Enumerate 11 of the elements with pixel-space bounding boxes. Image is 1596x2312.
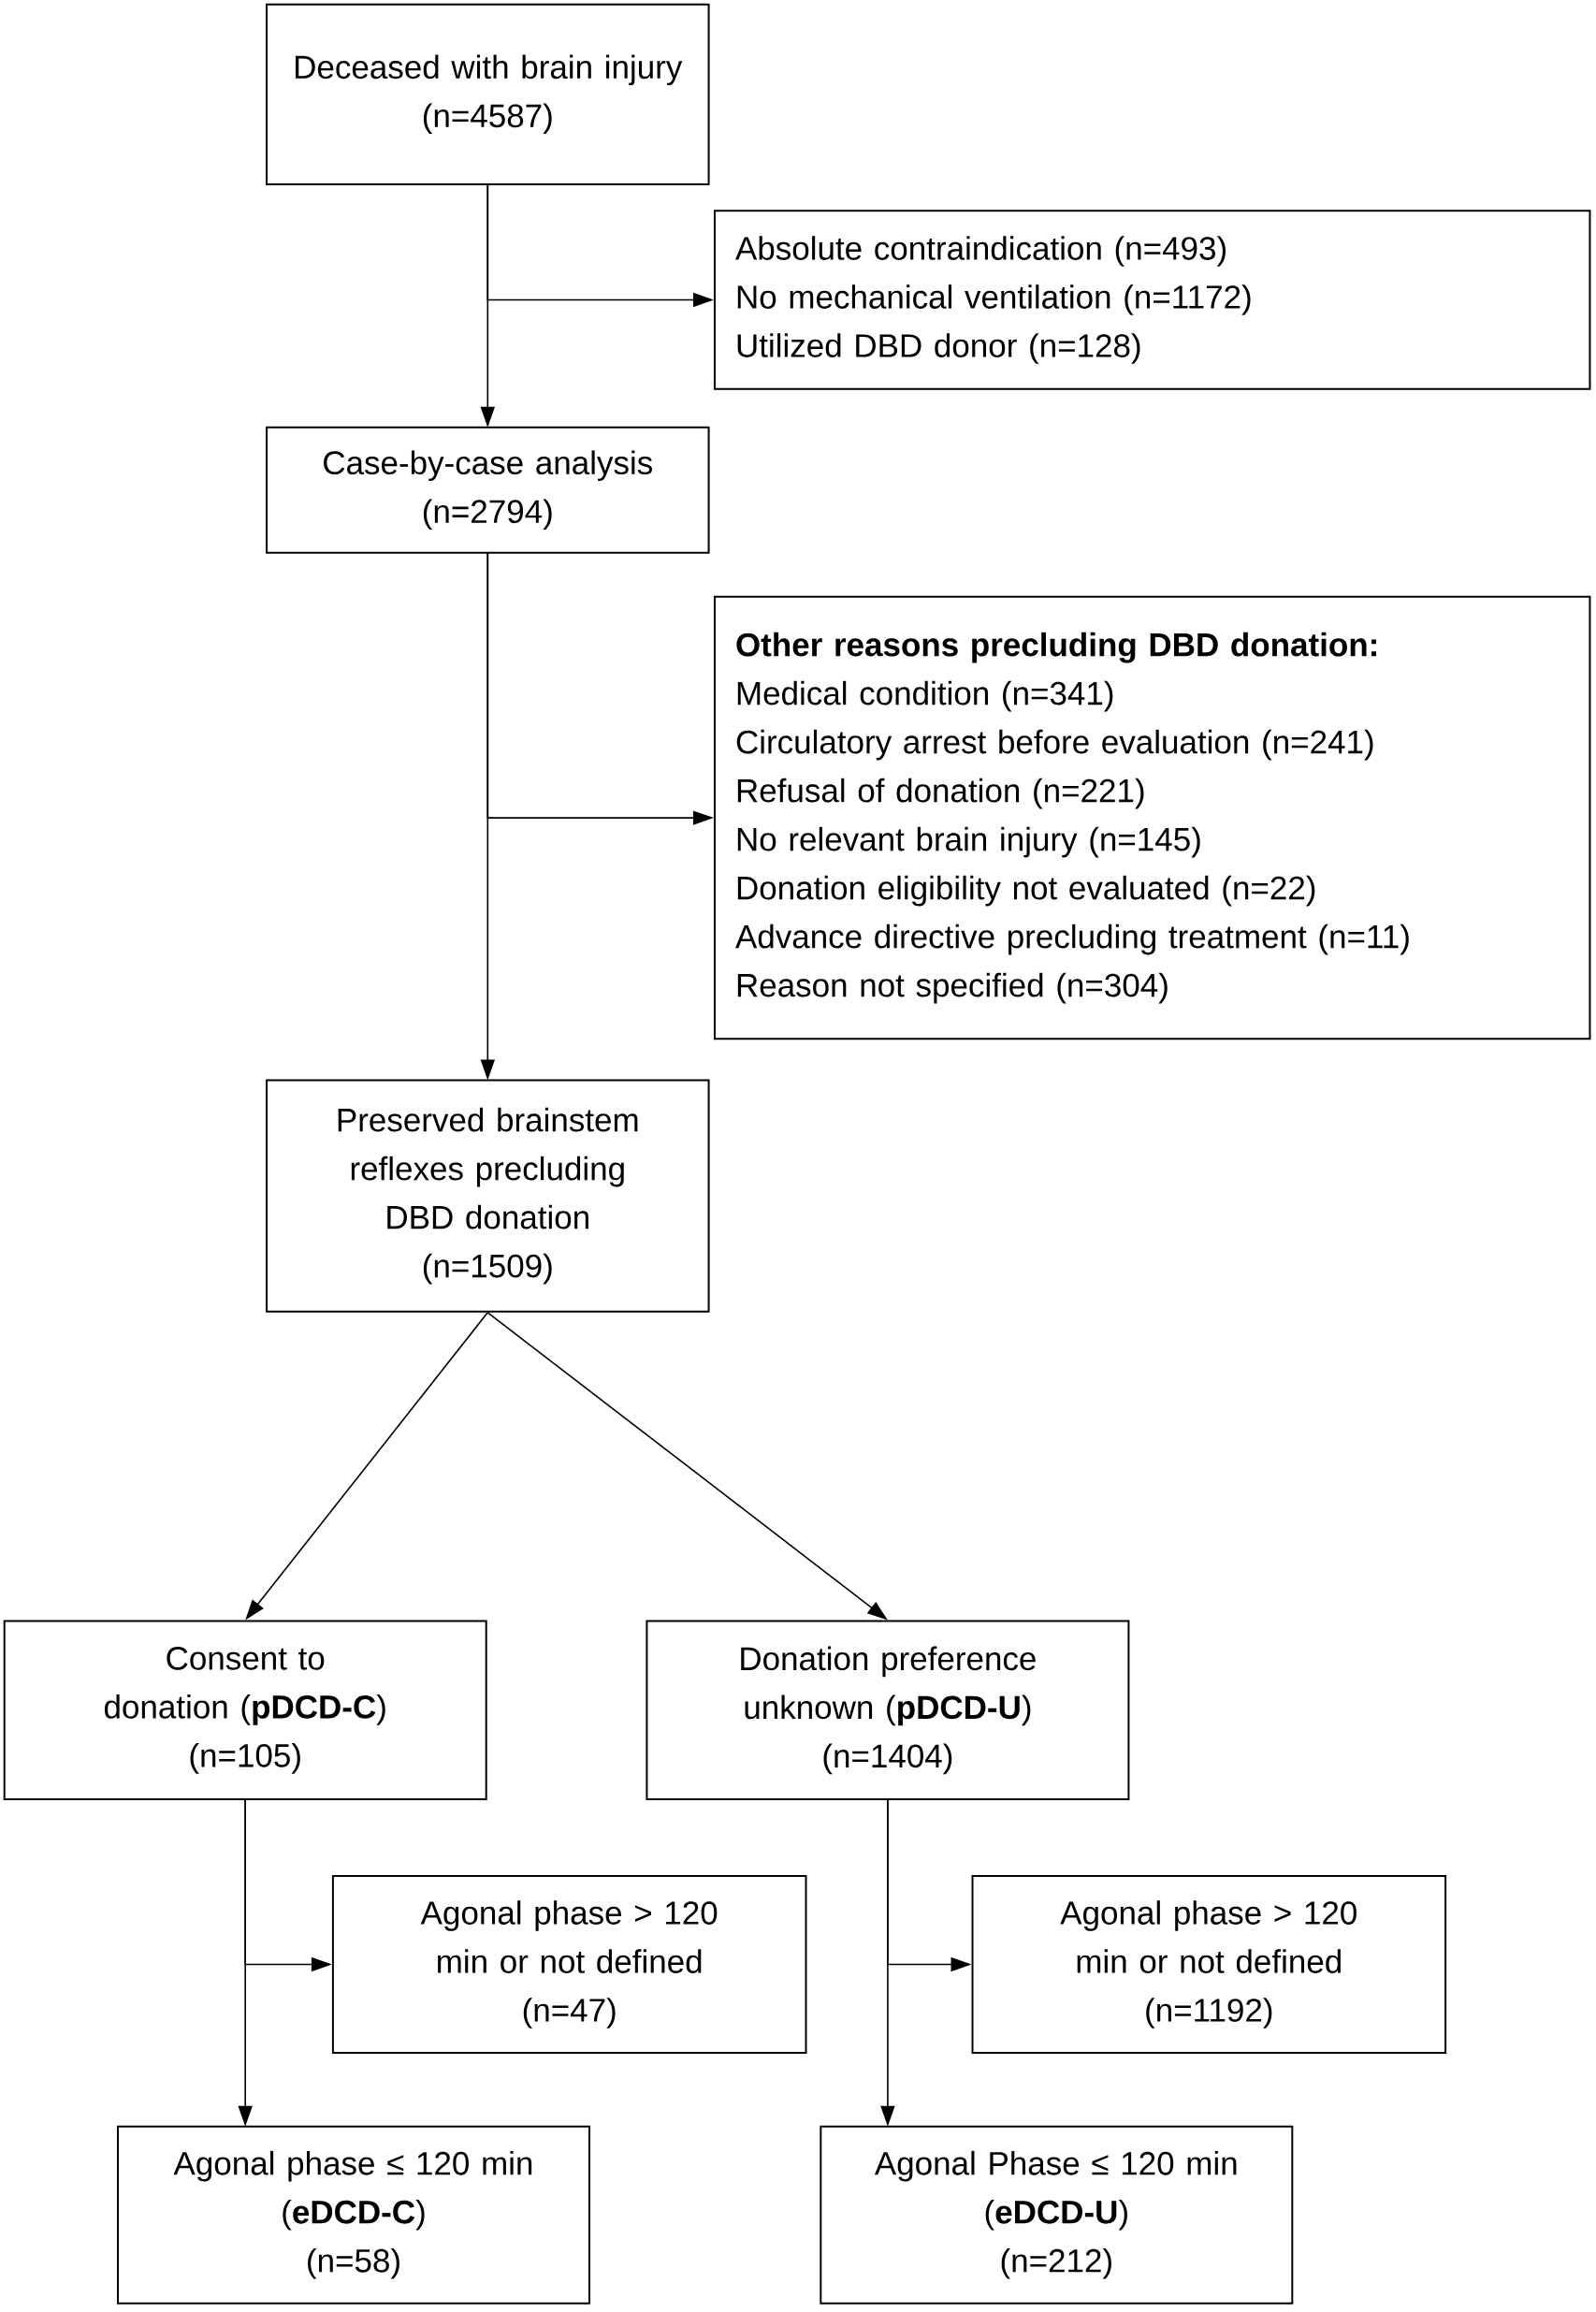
flowchart-box: Preserved brainstem reflexes precluding DBD donation (n=1509) [266, 1079, 710, 1313]
flowchart-box: Agonal Phase ≤ 120 min (eDCD-U) (n=212) [820, 2125, 1294, 2305]
flowchart-box: Deceased with brain injury (n=4587) [266, 3, 710, 185]
flowchart-box: Case-by-case analysis (n=2794) [266, 426, 710, 554]
exclusion-box: Other reasons precluding DBD donation: Medical condition (n=341) Circulatory arrest before evaluation (n=241) Refusal of donation (n=221) No relevant brain injury (n=145) Donation eligibility not evaluated (n=22) Advance directive precluding treatment (n=11) Reason not specified (n=304) [713, 595, 1591, 1040]
flowchart-box: Agonal phase > 120 min or not defined (n=1192) [971, 1875, 1447, 2055]
flowchart-box: Agonal phase ≤ 120 min (eDCD-C) (n=58) [117, 2125, 590, 2305]
flowchart-box: Donation preference unknown (pDCD-U) (n=1404) [646, 1620, 1130, 1801]
flowchart-box: Consent to donation (pDCD-C) (n=105) [3, 1620, 487, 1801]
flowchart-box: Agonal phase > 120 min or not defined (n=47) [331, 1875, 807, 2055]
exclusion-box: Absolute contraindication (n=493) No mechanical ventilation (n=1172) Utilized DBD donor (n=128) [713, 210, 1591, 390]
